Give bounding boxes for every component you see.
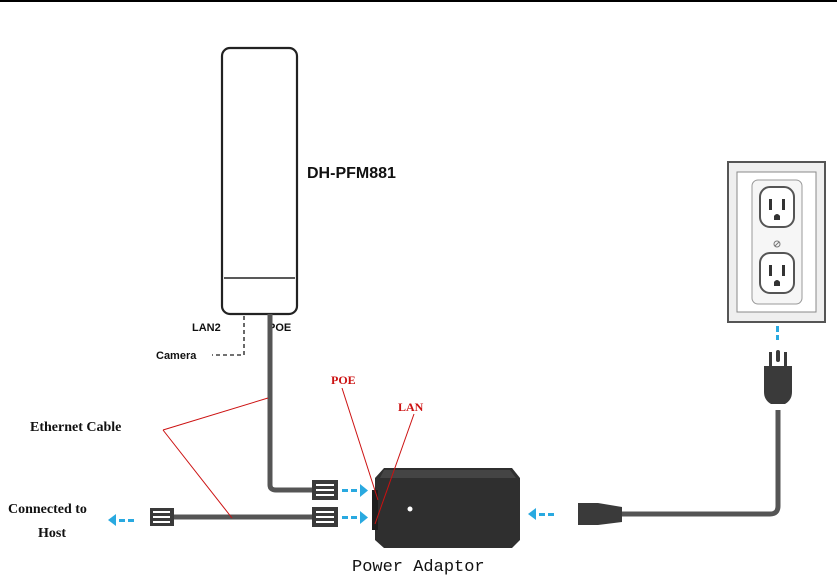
rj45-connector-icon [312, 507, 338, 527]
lan-callout-label: LAN [398, 400, 424, 414]
power-cord [578, 410, 778, 525]
power-plug-icon [764, 350, 792, 404]
connected-to-label: Connected to [8, 502, 87, 517]
poe-callout-label: POE [331, 373, 356, 387]
power-adaptor [372, 468, 520, 548]
power-adaptor-label: Power Adaptor [352, 558, 485, 577]
rj45-connector-icon [150, 508, 174, 526]
wall-outlet-icon [728, 162, 825, 322]
camera-label: Camera [156, 350, 197, 362]
rj45-connector-icon [312, 480, 338, 500]
device-model-label: DH-PFM881 [307, 165, 396, 182]
ethernet-cable-label: Ethernet Cable [30, 420, 121, 435]
outdoor-unit [222, 48, 297, 314]
arrow-poe-to-adaptor [342, 484, 368, 497]
arrow-to-host [108, 514, 134, 526]
host-label: Host [38, 526, 66, 541]
lan2-port-label: LAN2 [192, 322, 221, 334]
arrow-lan-to-adaptor [342, 511, 368, 524]
poe-cable [270, 314, 312, 490]
arrow-power-to-adaptor [528, 508, 554, 520]
